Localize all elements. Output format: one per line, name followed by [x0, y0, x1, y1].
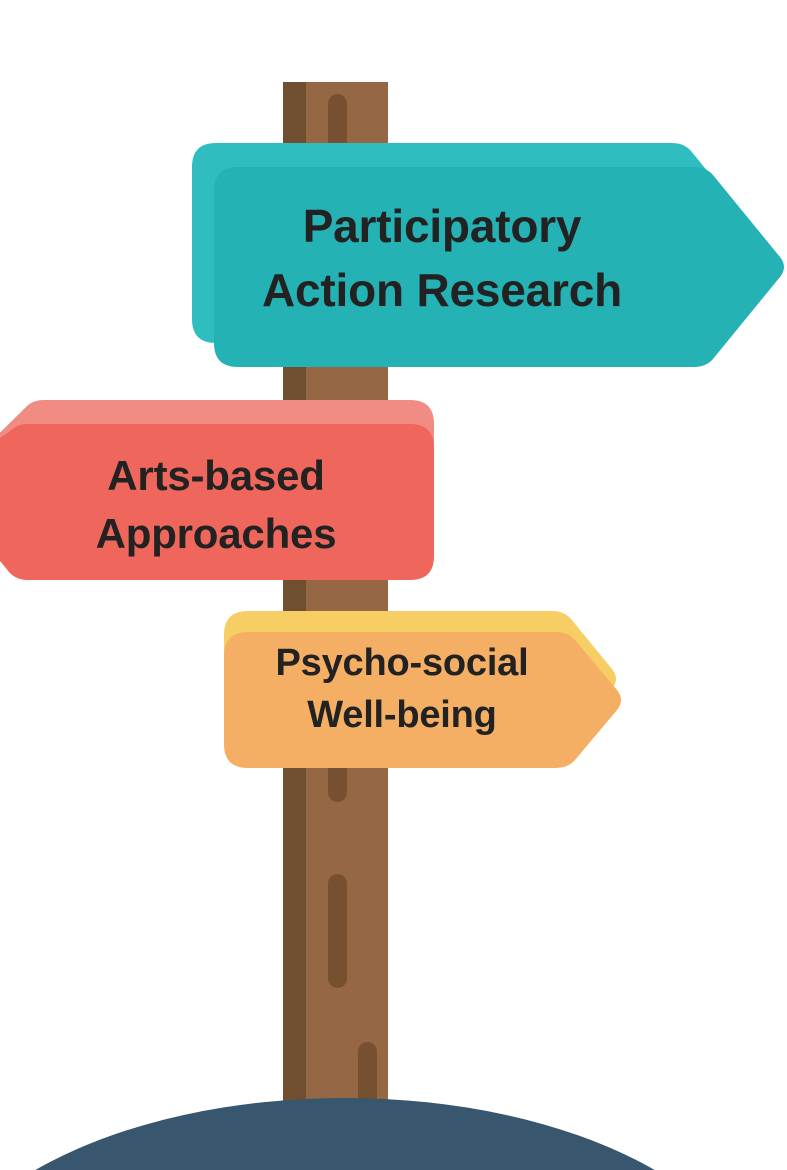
- sign-3-body: [224, 632, 621, 768]
- ground-hill: [35, 1098, 655, 1170]
- sign-1-body: [214, 167, 784, 367]
- sign-arts-based-approaches[interactable]: [0, 400, 434, 580]
- post-grain-mark-middle: [328, 874, 347, 988]
- sign-2-body: [0, 424, 434, 580]
- sign-psycho-social-well-being[interactable]: [224, 611, 621, 768]
- hill-shape: [35, 1098, 655, 1170]
- post-grain-mark-top: [328, 94, 347, 156]
- sign-participatory-action-research[interactable]: [192, 143, 784, 367]
